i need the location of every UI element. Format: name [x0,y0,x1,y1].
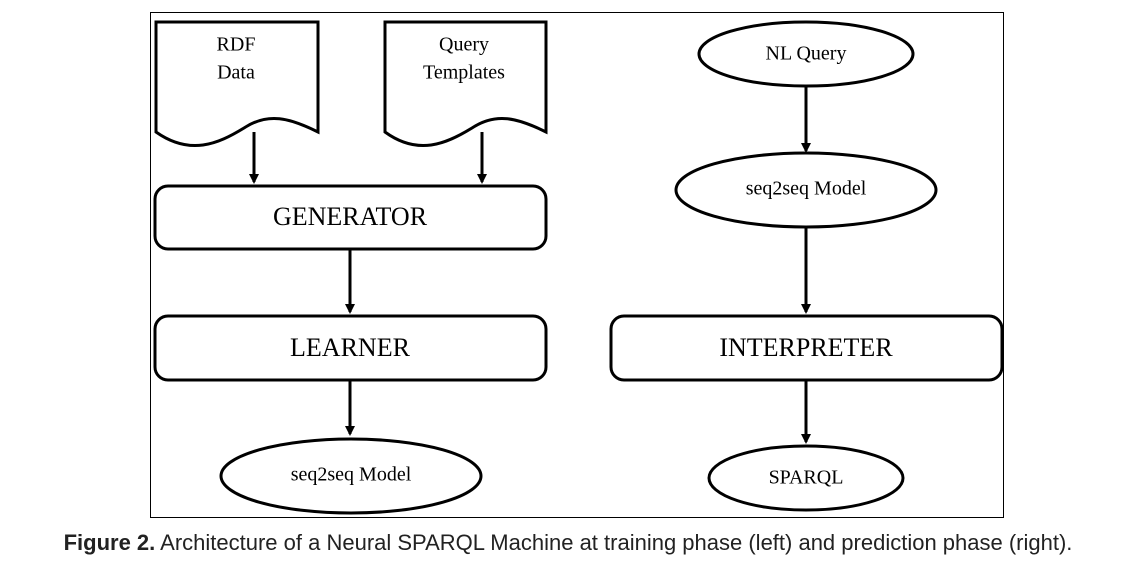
right-model-label: seq2seq Model [746,178,867,200]
caption-label: Figure 2. [63,530,156,555]
left-model-label: seq2seq Model [291,464,412,486]
interpreter-label: INTERPRETER [719,333,893,362]
rdf-data-label-line1: RDF [217,34,256,56]
sparql-ellipse [707,444,905,512]
sparql-node: SPARQL [707,444,905,512]
interpreter-node: INTERPRETER [609,314,1004,382]
rdf-data-node: RDF Data [154,20,320,147]
left-model-node: seq2seq Model [219,437,483,515]
rdf-data-label-line2: Data [217,62,255,84]
figure-caption: Figure 2. Architecture of a Neural SPARQ… [0,530,1136,556]
query-templates-document-shape [383,20,548,147]
query-templates-label-line2: Templates [423,62,505,84]
generator-node: GENERATOR [153,184,548,251]
sparql-label: SPARQL [769,467,844,489]
right-model-node: seq2seq Model [674,151,938,229]
generator-label: GENERATOR [273,202,428,231]
nl-query-label: NL Query [766,43,847,65]
figure-frame [150,12,1004,518]
learner-node: LEARNER [153,314,548,382]
rdf-data-document-shape [154,20,320,147]
left-model-ellipse [219,437,483,515]
caption-text: Architecture of a Neural SPARQL Machine … [155,530,1073,555]
learner-label: LEARNER [290,333,411,362]
query-templates-node: Query Templates [383,20,548,147]
query-templates-label-line1: Query [439,34,489,56]
nl-query-node: NL Query [697,20,915,88]
